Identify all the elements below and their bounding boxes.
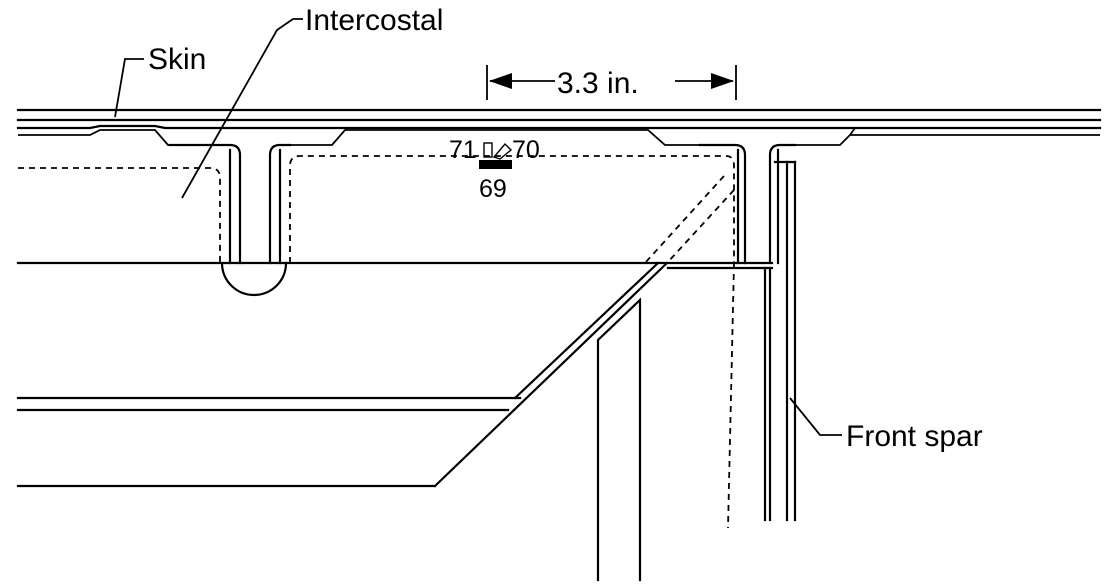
arrowhead-left-icon [489, 73, 512, 89]
gauge-70-label: 70 [512, 136, 540, 164]
stiffener-right [698, 143, 797, 265]
dimension-3-3-in: 3.3 in. [486, 65, 737, 100]
rib-web [16, 261, 669, 488]
gauge-block-icon [479, 160, 512, 169]
gauge-arrow-icon [492, 142, 513, 160]
gauge-69-label: 69 [479, 175, 507, 203]
intercostal-label: Intercostal [305, 4, 443, 37]
stiffener-left [168, 143, 292, 265]
front-spar [596, 160, 797, 582]
rib-cap [16, 261, 774, 297]
gauge-71-label: 71 [449, 136, 477, 164]
front-spar-label: Front spar [846, 420, 983, 453]
intercostal-outline [18, 155, 735, 529]
arrowhead-right-icon [711, 73, 734, 89]
gauge-icon [483, 142, 493, 158]
leader-lines [114, 18, 842, 436]
gauge-markers: 71 70 69 [449, 136, 540, 203]
skin-label: Skin [148, 43, 206, 76]
dimension-label: 3.3 in. [557, 67, 639, 100]
skin-panel [16, 108, 1102, 146]
